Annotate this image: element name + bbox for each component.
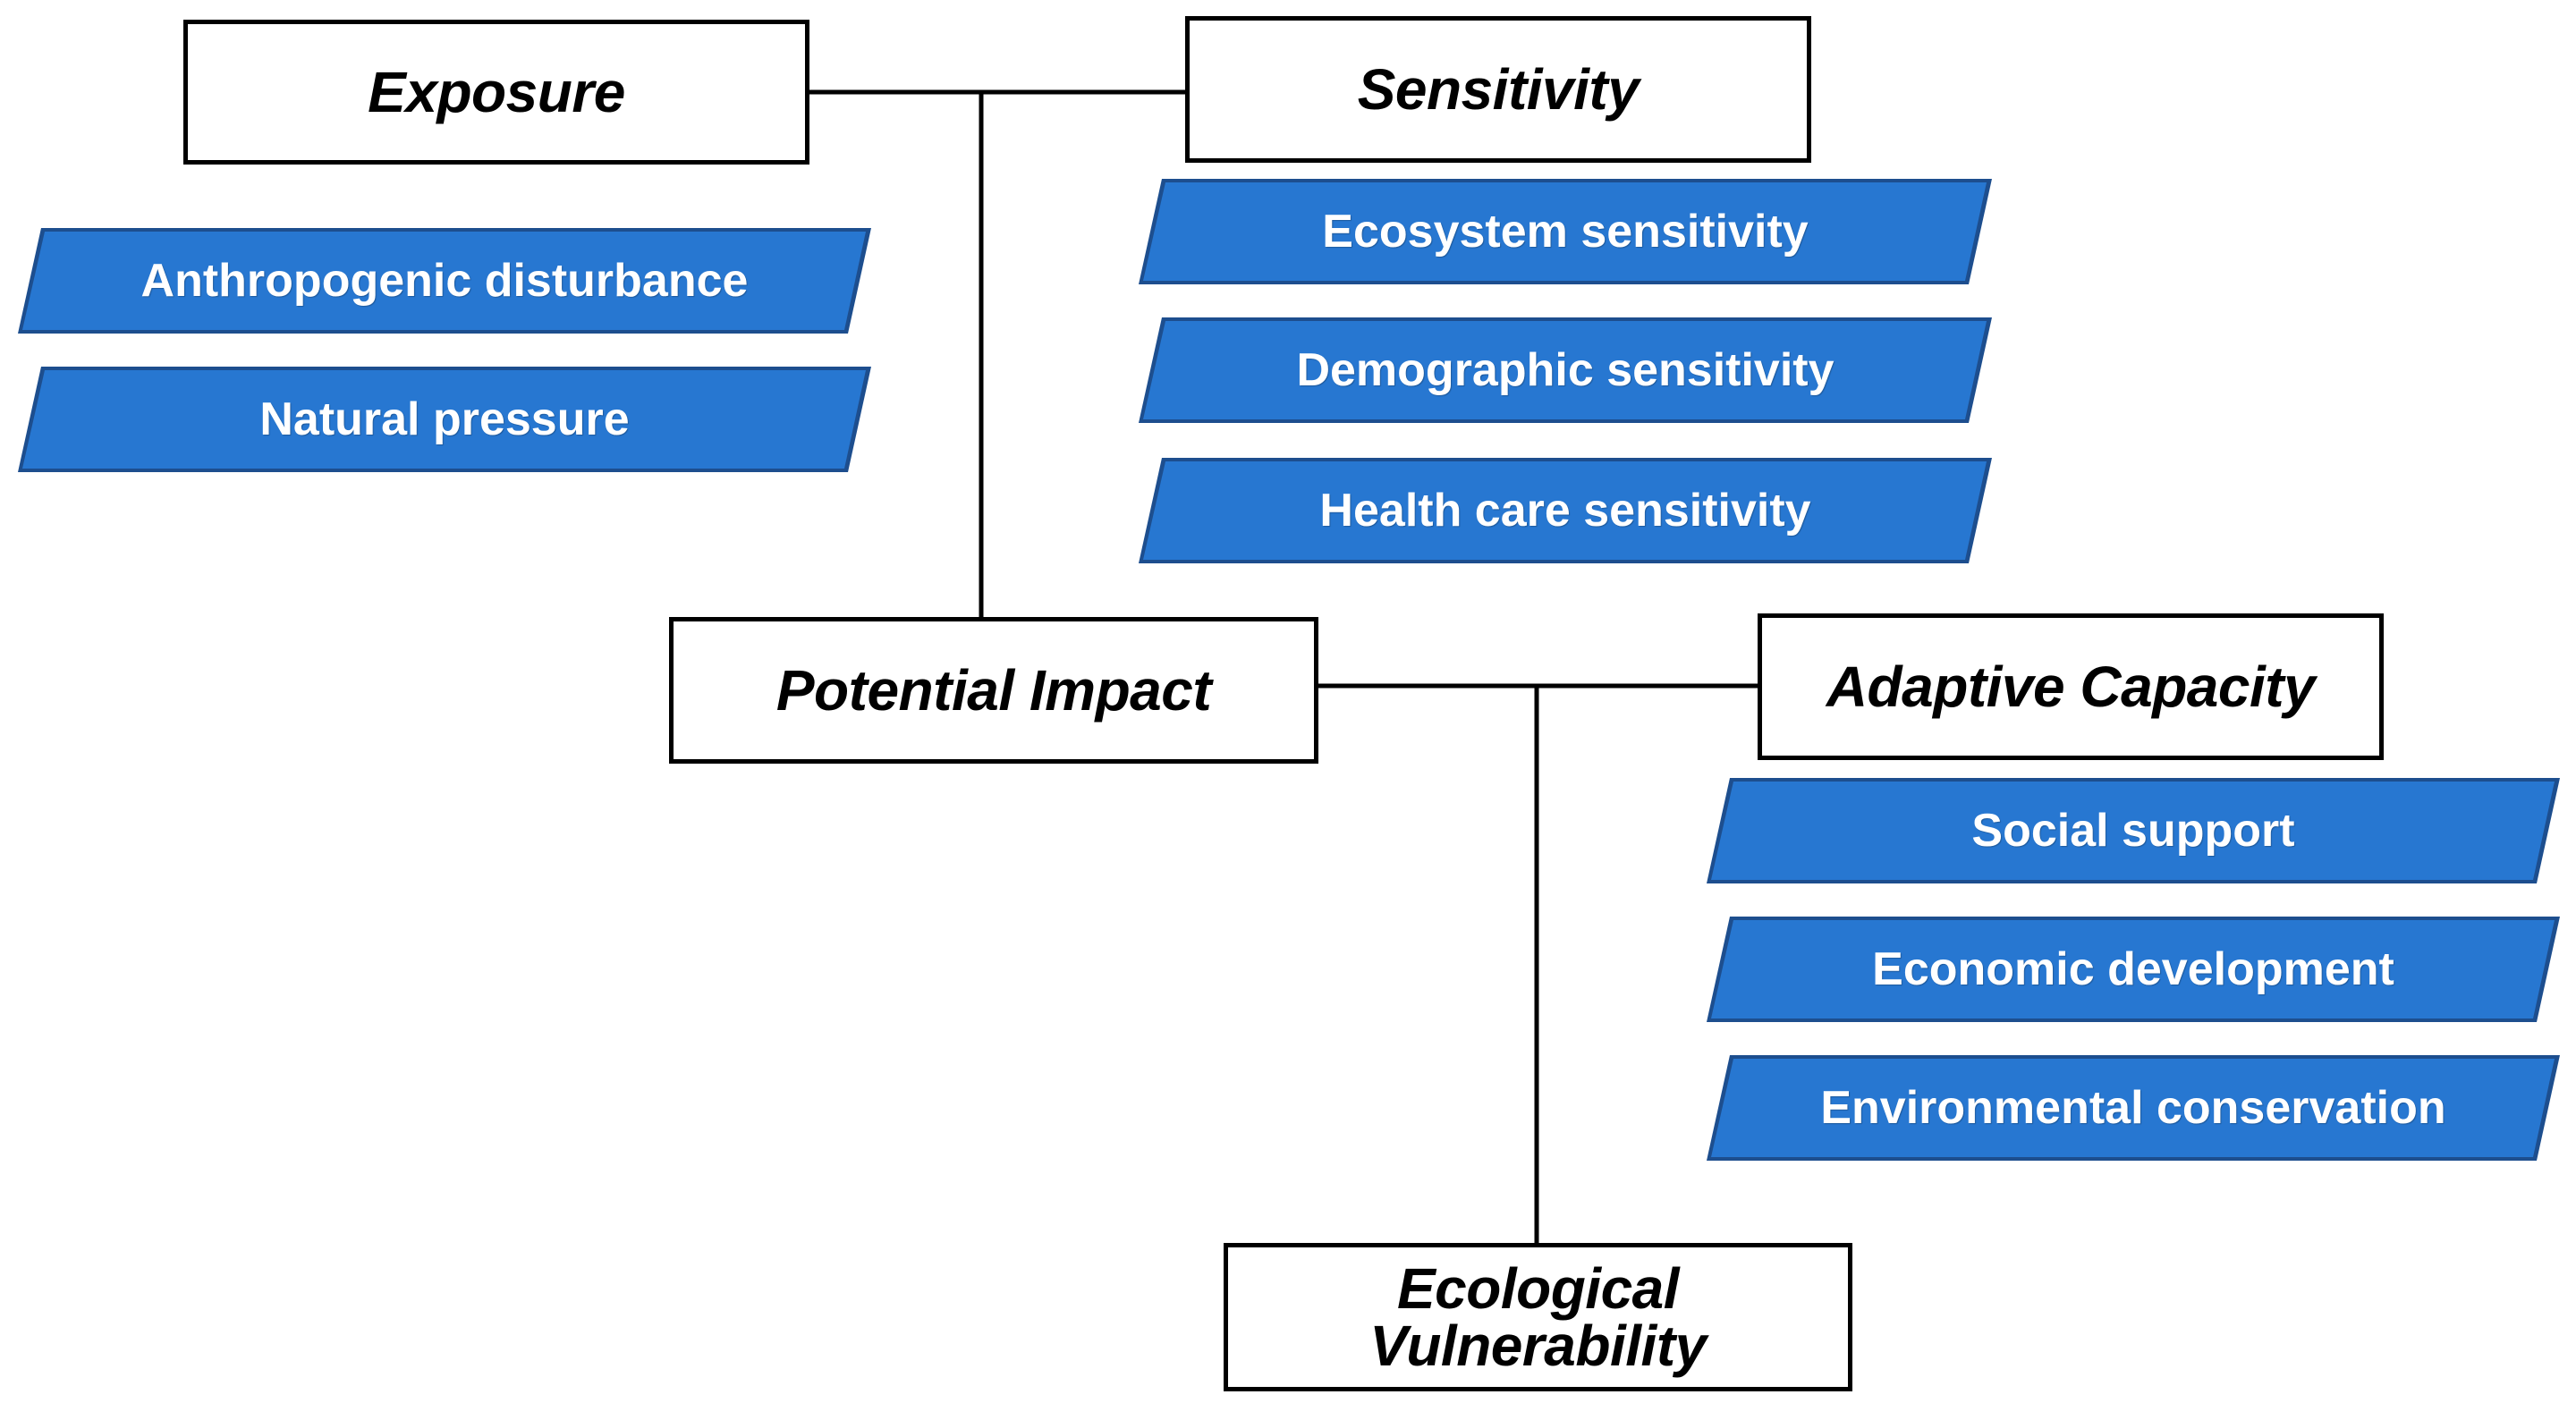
indicator-anthropogenic-disturbance: Anthropogenic disturbance bbox=[18, 228, 871, 334]
indicator-shape bbox=[18, 367, 871, 472]
indicator-health-care-sensitivity: Health care sensitivity bbox=[1139, 458, 1992, 563]
ecological-vulnerability-label: Ecological Vulnerability bbox=[1369, 1256, 1707, 1378]
indicator-label: Environmental conservation bbox=[1820, 1082, 2446, 1134]
indicator-shape bbox=[1139, 317, 1992, 423]
indicator-shape bbox=[1707, 778, 2560, 883]
indicator-label: Demographic sensitivity bbox=[1296, 344, 1835, 396]
adaptive-capacity-label: Adaptive Capacity bbox=[1826, 655, 2316, 719]
indicator-label: Health care sensitivity bbox=[1319, 485, 1811, 537]
indicator-shape bbox=[1707, 917, 2560, 1022]
ecological-vulnerability-box: Ecological Vulnerability bbox=[1224, 1243, 1852, 1391]
indicator-label: Natural pressure bbox=[259, 393, 630, 445]
exposure-box: Exposure bbox=[183, 20, 809, 165]
indicator-ecosystem-sensitivity: Ecosystem sensitivity bbox=[1139, 179, 1992, 284]
indicator-label: Economic development bbox=[1872, 943, 2394, 995]
indicator-social-support: Social support bbox=[1707, 778, 2560, 883]
adaptive-capacity-box: Adaptive Capacity bbox=[1758, 613, 2384, 760]
indicator-label: Ecosystem sensitivity bbox=[1322, 206, 1809, 258]
indicator-shape bbox=[1139, 179, 1992, 284]
indicator-shape bbox=[18, 228, 871, 334]
indicator-label: Anthropogenic disturbance bbox=[140, 255, 749, 307]
indicator-environmental-conservation: Environmental conservation bbox=[1707, 1055, 2560, 1161]
indicator-natural-pressure: Natural pressure bbox=[18, 367, 871, 472]
indicator-shape bbox=[1707, 1055, 2560, 1161]
sensitivity-box: Sensitivity bbox=[1185, 16, 1811, 163]
indicator-shape bbox=[1139, 458, 1992, 563]
potential-impact-label: Potential Impact bbox=[775, 658, 1212, 723]
indicator-label: Social support bbox=[1971, 805, 2295, 857]
potential-impact-box: Potential Impact bbox=[669, 617, 1318, 764]
indicator-demographic-sensitivity: Demographic sensitivity bbox=[1139, 317, 1992, 423]
sensitivity-label: Sensitivity bbox=[1357, 57, 1640, 122]
indicator-economic-development: Economic development bbox=[1707, 917, 2560, 1022]
exposure-label: Exposure bbox=[368, 60, 625, 124]
